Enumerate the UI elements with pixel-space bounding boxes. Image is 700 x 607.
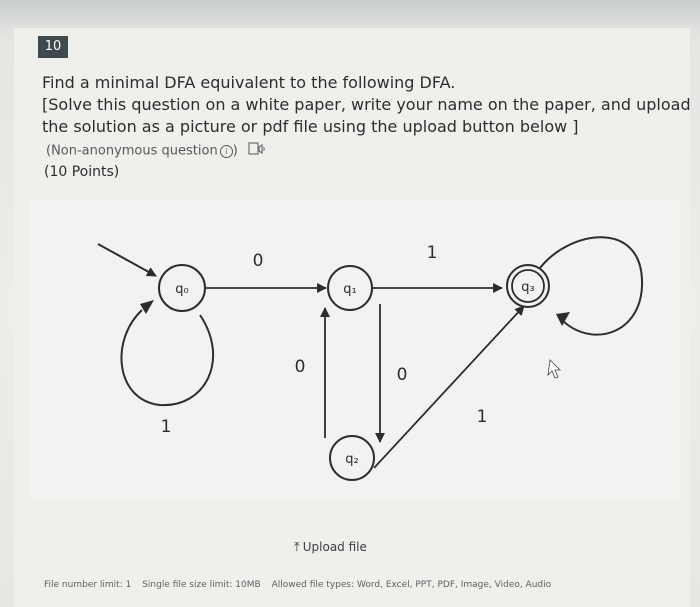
label-q2-q1: 0: [295, 357, 306, 377]
label-q1-q3: 1: [427, 243, 438, 263]
label-q0-q1: 0: [253, 251, 264, 271]
state-q0: [158, 264, 206, 312]
state-q3-label: q₃: [521, 280, 534, 295]
state-q1: [327, 265, 373, 311]
upload-label: Upload file: [302, 540, 367, 554]
q3-self-loop: [539, 236, 644, 336]
question-number-badge: 10: [38, 36, 68, 58]
non-anonymous-label: (Non-anonymous question: [46, 143, 218, 159]
info-icon[interactable]: i: [219, 144, 233, 158]
edge-q2-q3: [373, 305, 525, 469]
immersive-reader-icon[interactable]: [248, 142, 266, 160]
q3-loop-arrowhead: [556, 312, 570, 326]
meta-close: ): [232, 143, 238, 159]
upload-button[interactable]: ⤒Upload file: [294, 540, 367, 555]
question-line: [Solve this question on a white paper, w…: [42, 95, 691, 114]
label-q1-q2: 0: [397, 365, 408, 385]
label-q2-q3: 1: [477, 407, 488, 427]
file-size-limit: Single file size limit: 10MB: [142, 580, 261, 590]
state-q2: [329, 435, 375, 481]
mouse-cursor-icon: [547, 359, 561, 379]
dfa-svg: q₀ q₁ q₂ q₃ 0 1 1 0 0 1: [97, 236, 644, 481]
label-q0-self: 1: [161, 417, 172, 437]
file-number-limit: File number limit: 1: [44, 580, 132, 590]
state-q0-label: q₀: [175, 282, 188, 297]
upload-constraints: File number limit: 1 Single file size li…: [44, 580, 559, 590]
upload-arrow-icon: ⤒: [294, 540, 300, 555]
question-text: Find a minimal DFA equivalent to the fol…: [42, 72, 691, 138]
q0-self-loop: [120, 309, 215, 407]
question-line: the solution as a picture or pdf file us…: [42, 117, 579, 136]
points-label: (10 Points): [44, 164, 120, 180]
state-q3-inner: [511, 269, 545, 303]
start-arrow: [97, 243, 157, 277]
question-line: Find a minimal DFA equivalent to the fol…: [42, 73, 456, 92]
state-q2-label: q₂: [345, 452, 358, 467]
state-q3-outer: [506, 264, 550, 308]
q0-loop-arrowhead: [140, 300, 154, 314]
dfa-diagram: q₀ q₁ q₂ q₃ 0 1 1 0 0 1: [30, 200, 680, 500]
allowed-file-types: Allowed file types: Word, Excel, PPT, PD…: [271, 580, 552, 590]
state-q1-label: q₁: [343, 282, 356, 297]
